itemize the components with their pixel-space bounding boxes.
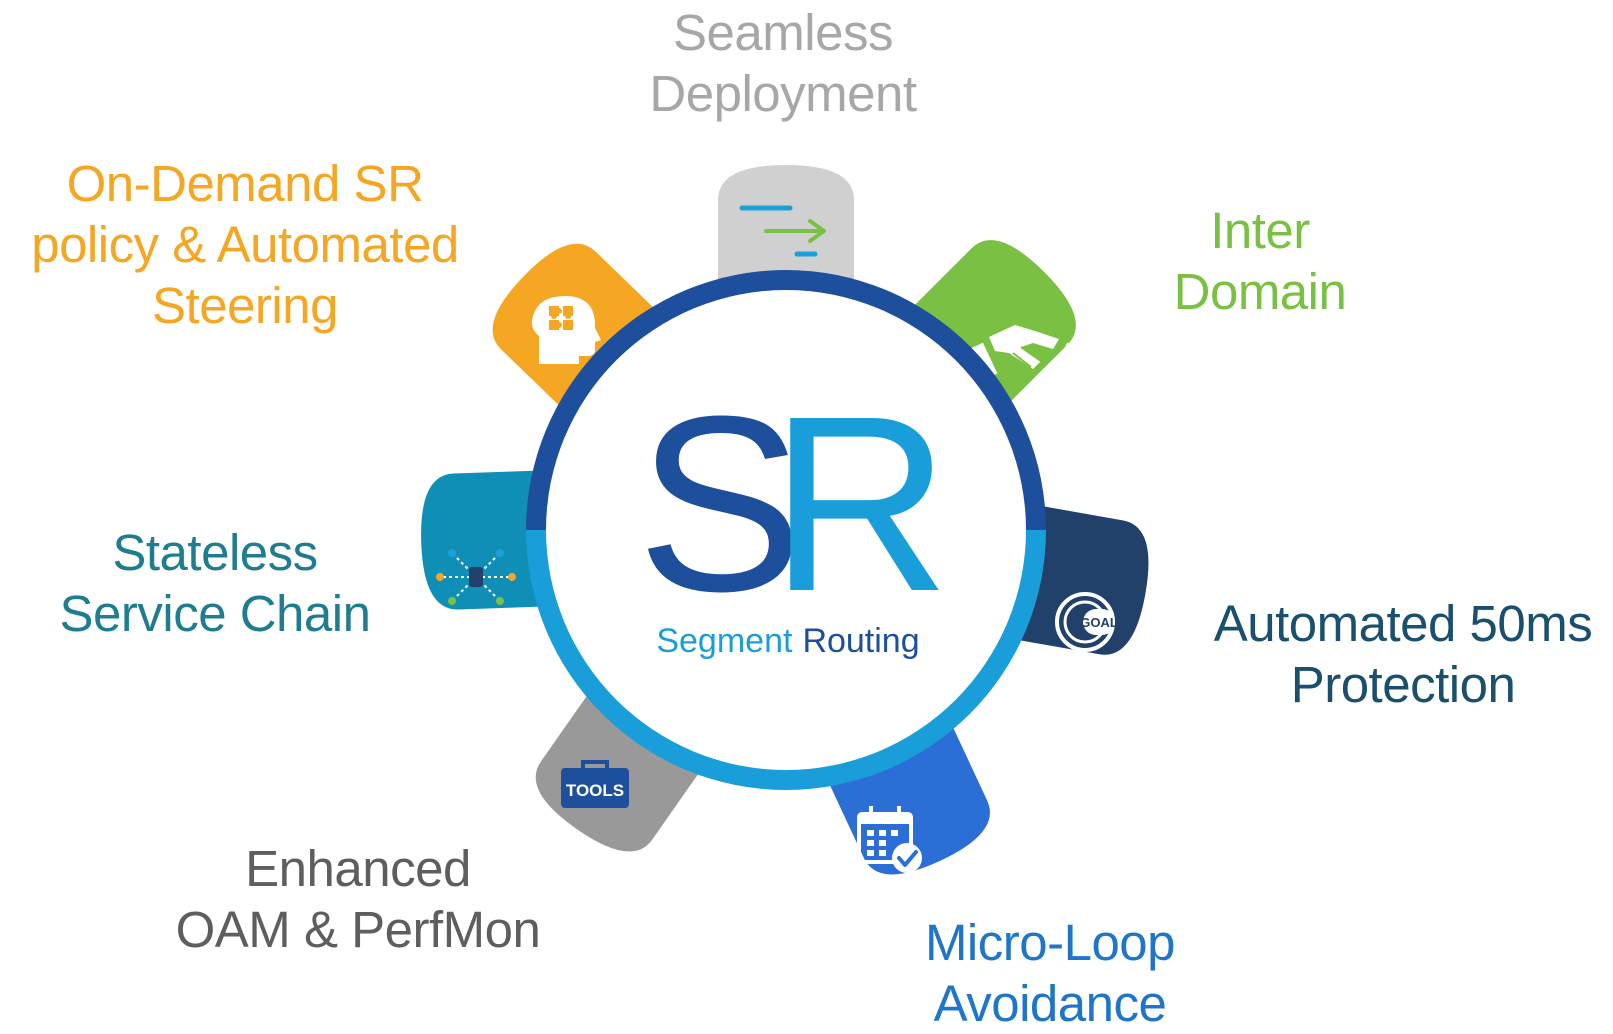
label-line: On-Demand SR bbox=[66, 155, 424, 212]
arrows-icon bbox=[739, 205, 826, 257]
label-line: Seamless bbox=[673, 4, 893, 61]
label-line: Avoidance bbox=[933, 975, 1167, 1032]
label-line: Micro-Loop bbox=[924, 914, 1176, 971]
label-line: Deployment bbox=[649, 65, 917, 122]
label-stateless-service-chain: Stateless Service Chain bbox=[30, 522, 400, 644]
tab-seamless-deployment bbox=[718, 165, 854, 300]
goal-icon-text: GOAL bbox=[1080, 615, 1118, 630]
label-line: Inter bbox=[1210, 202, 1310, 259]
label-micro-loop: Micro-Loop Avoidance bbox=[880, 912, 1220, 1034]
tab-enhanced-oam bbox=[535, 679, 710, 852]
label-line: Service Chain bbox=[59, 585, 371, 642]
label-line: policy & Automated bbox=[31, 216, 459, 273]
label-seamless-deployment: Seamless Deployment bbox=[583, 2, 983, 124]
tab-inter-domain bbox=[900, 240, 1076, 416]
feature-tabs: GOAL TOOLS bbox=[421, 165, 1149, 875]
label-line: OAM & PerfMon bbox=[175, 901, 541, 958]
toolbox-icon: TOOLS bbox=[561, 760, 629, 808]
label-enhanced-oam: Enhanced OAM & PerfMon bbox=[148, 838, 568, 960]
label-line: Protection bbox=[1290, 656, 1516, 713]
tab-stateless-service-chain bbox=[421, 470, 559, 610]
label-line: Steering bbox=[152, 277, 338, 334]
label-line: Automated 50ms bbox=[1213, 595, 1593, 652]
subtitle-segment: Segment bbox=[656, 622, 793, 660]
subtitle-routing: Routing bbox=[802, 622, 919, 660]
network-node-icon bbox=[436, 549, 516, 605]
label-on-demand-sr: On-Demand SR policy & Automated Steering bbox=[0, 153, 490, 336]
label-inter-domain: Inter Domain bbox=[1115, 200, 1405, 322]
calendar-check-icon bbox=[857, 806, 922, 873]
toolbox-icon-text: TOOLS bbox=[566, 781, 624, 800]
label-automated-50ms: Automated 50ms Protection bbox=[1193, 593, 1613, 715]
sr-letter-r: R bbox=[770, 364, 951, 643]
label-line: Stateless bbox=[112, 524, 318, 581]
brain-puzzle-icon bbox=[531, 296, 601, 364]
goal-icon: GOAL bbox=[1055, 592, 1118, 652]
label-line: Domain bbox=[1173, 263, 1347, 320]
label-line: Enhanced bbox=[245, 840, 471, 897]
sr-letter-s: S bbox=[637, 364, 804, 643]
